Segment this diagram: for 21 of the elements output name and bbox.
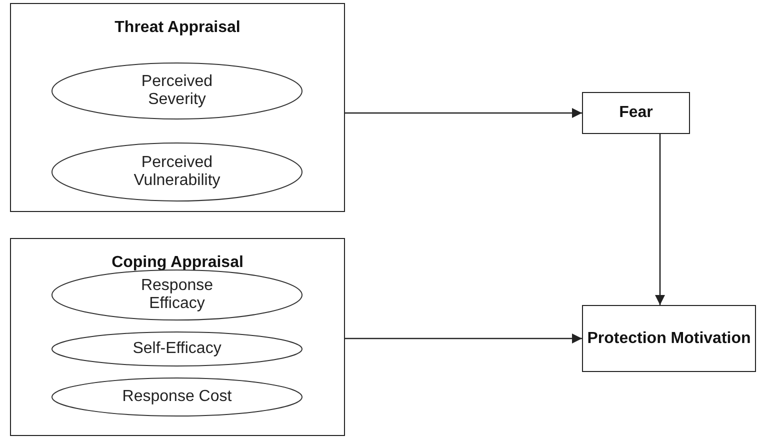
- group-box: [10, 3, 345, 212]
- group-box: [10, 238, 345, 436]
- box-heading: Fear: [619, 103, 653, 123]
- node-label: Perceived Vulnerability: [132, 154, 222, 190]
- arrow: [655, 134, 665, 305]
- box-heading: Protection Motivation: [587, 328, 751, 348]
- node-label: Response Efficacy: [140, 276, 214, 314]
- oval-node: [51, 62, 303, 120]
- box-heading: Threat Appraisal: [114, 18, 242, 38]
- arrow: [345, 334, 582, 344]
- oval-node: [51, 377, 303, 417]
- process-box: [582, 305, 756, 372]
- node-label: Self-Efficacy: [132, 340, 222, 358]
- node-label: Response Cost: [122, 388, 232, 406]
- process-box: [582, 92, 690, 134]
- oval-node: [51, 269, 303, 321]
- oval-node: [51, 331, 303, 367]
- box-heading: Coping Appraisal: [110, 253, 244, 272]
- arrow: [345, 108, 582, 118]
- oval-node: [51, 142, 303, 202]
- node-label: Perceived Severity: [140, 72, 214, 110]
